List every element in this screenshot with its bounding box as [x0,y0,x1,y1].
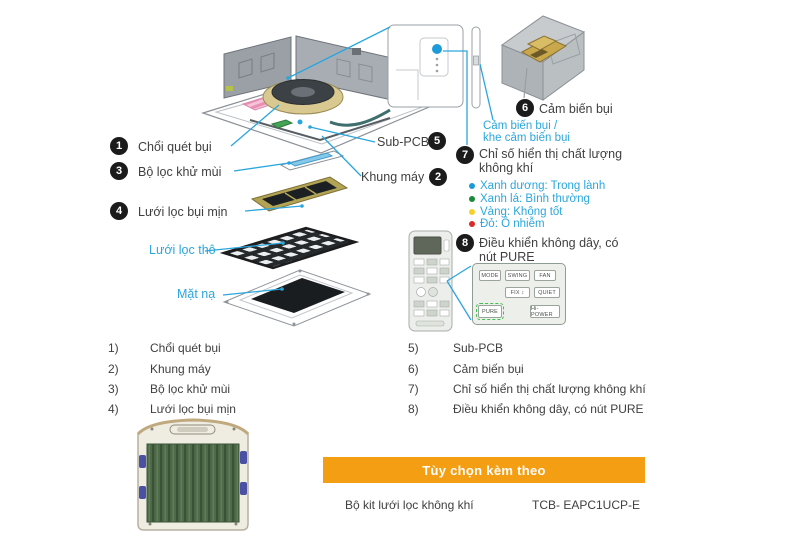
parts-list-row: 7) Chỉ số hiển thị chất lượng không khí [408,379,646,399]
fan-button: FAN [534,270,556,281]
remote-buttons-panel: MODE SWING FAN FIX ↕ QUIET PURE Hi-POWER [472,263,566,325]
part-label: Chổi quét bụi [150,341,221,356]
mode-button: MODE [479,270,501,281]
parts-list-row: 1) Chổi quét bụi [108,338,236,358]
callout-label-fine-filter: Lưới lọc bụi mịn [138,205,228,219]
part-label: Khung máy [150,361,211,376]
deodorizing-filter-illustration [279,150,345,171]
parts-list-right: 5) Sub-PCB 6) Cảm biến bụi 7) Chỉ số hiể… [408,338,646,420]
part-label: Điều khiển không dây, có nút PURE [453,402,644,417]
air-quality-legend-row: Xanh lá: Bình thường [469,193,590,205]
callout-label-remote: Điều khiển không dây, có nút PURE [479,236,619,264]
callout-label-dust-sensor: Cảm biến bụi [539,102,613,116]
part-number: 7) [408,381,419,396]
part-label-coarse-filter: Lưới lọc thô [149,243,216,257]
callout-number-5: 5 [428,132,446,150]
callout-number-1: 1 [110,137,128,155]
parts-list-row: 2) Khung máy [108,358,236,378]
air-quality-legend-row: Đỏ: Ô nhiễm [469,218,545,230]
callout-label-deodorizer: Bộ lọc khử mùi [138,165,222,179]
status-dot-yellow [469,209,475,215]
remote-control-illustration [408,230,453,332]
parts-list-row: 6) Cảm biến bụi [408,358,646,378]
swing-button: SWING [505,270,530,281]
callout-number-3: 3 [110,162,128,180]
callout-label-sub-pcb: Sub-PCB [377,135,430,149]
legend-text-red: Đỏ: Ô nhiễm [480,218,545,230]
fine-dust-filter-illustration [250,176,349,212]
callout-lines [204,26,494,321]
part-label-sensor-slot: Cảm biến bụi / khe cảm biến bụi [483,120,570,144]
air-quality-legend-row: Xanh dương: Trong lành [469,180,605,192]
parts-list-row: 4) Lưới lọc bụi mịn [108,399,236,419]
callout-number-6: 6 [516,99,534,117]
status-dot-blue [469,183,475,189]
legend-text-yellow: Vàng: Không tốt [480,206,563,218]
quiet-button: QUIET [534,287,560,298]
option-item-code: TCB- EAPC1UCP-E [532,498,641,512]
status-dot-green [469,196,475,202]
sub-pcb-part [270,119,294,129]
parts-list-row: 8) Điều khiển không dây, có nút PURE [408,399,646,419]
air-quality-indicator-dot [432,44,442,54]
part-number: 5) [408,341,419,356]
callout-number-2: 2 [429,168,447,186]
coarse-filter-illustration [219,226,360,270]
part-number: 4) [108,402,119,417]
face-panel-illustration [222,269,372,327]
part-label: Lưới lọc bụi mịn [150,402,236,417]
parts-list-row: 5) Sub-PCB [408,338,646,358]
callout-label-air-quality: Chỉ số hiển thị chất lượng không khí [479,147,623,175]
part-label: Bộ lọc khử mùi [150,381,231,396]
part-number: 6) [408,361,419,376]
options-banner: Tùy chọn kèm theo [323,457,645,483]
pure-button: PURE [476,303,504,320]
status-dot-red [469,221,475,227]
callout-number-7: 7 [456,146,474,164]
dust-sensor-box-illustration [500,15,586,101]
part-label-mask: Mặt nạ [177,287,216,301]
fix-button: FIX ↕ [505,287,530,298]
callout-line-dots [280,76,312,291]
part-number: 2) [108,361,119,376]
callout-label-frame: Khung máy [361,170,425,184]
air-quality-legend-row: Vàng: Không tốt [469,206,562,218]
part-number: 1) [108,341,119,356]
callout-number-8: 8 [456,234,474,252]
part-number: 3) [108,381,119,396]
option-item-name: Bộ kit lưới lọc không khí [345,498,474,512]
ceiling-panel-illustration [387,24,464,108]
part-number: 8) [408,402,419,417]
part-label: Sub-PCB [453,341,504,356]
parts-list-row: 3) Bộ lọc khử mùi [108,379,236,399]
sensor-slot-strip [471,26,481,109]
filter-kit-photo [136,418,250,531]
legend-text-green: Xanh lá: Bình thường [480,193,590,205]
parts-list-left: 1) Chổi quét bụi 2) Khung máy 3) Bộ lọc … [108,338,236,420]
callout-number-4: 4 [110,202,128,220]
legend-text-blue: Xanh dương: Trong lành [480,180,606,192]
indoor-unit-illustration [201,35,450,154]
part-label: Cảm biến bụi [453,361,524,376]
callout-label-brush: Chổi quét bụi [138,140,212,154]
hi-power-button: Hi-POWER [530,305,560,318]
part-label: Chỉ số hiển thị chất lượng không khí [453,381,646,396]
